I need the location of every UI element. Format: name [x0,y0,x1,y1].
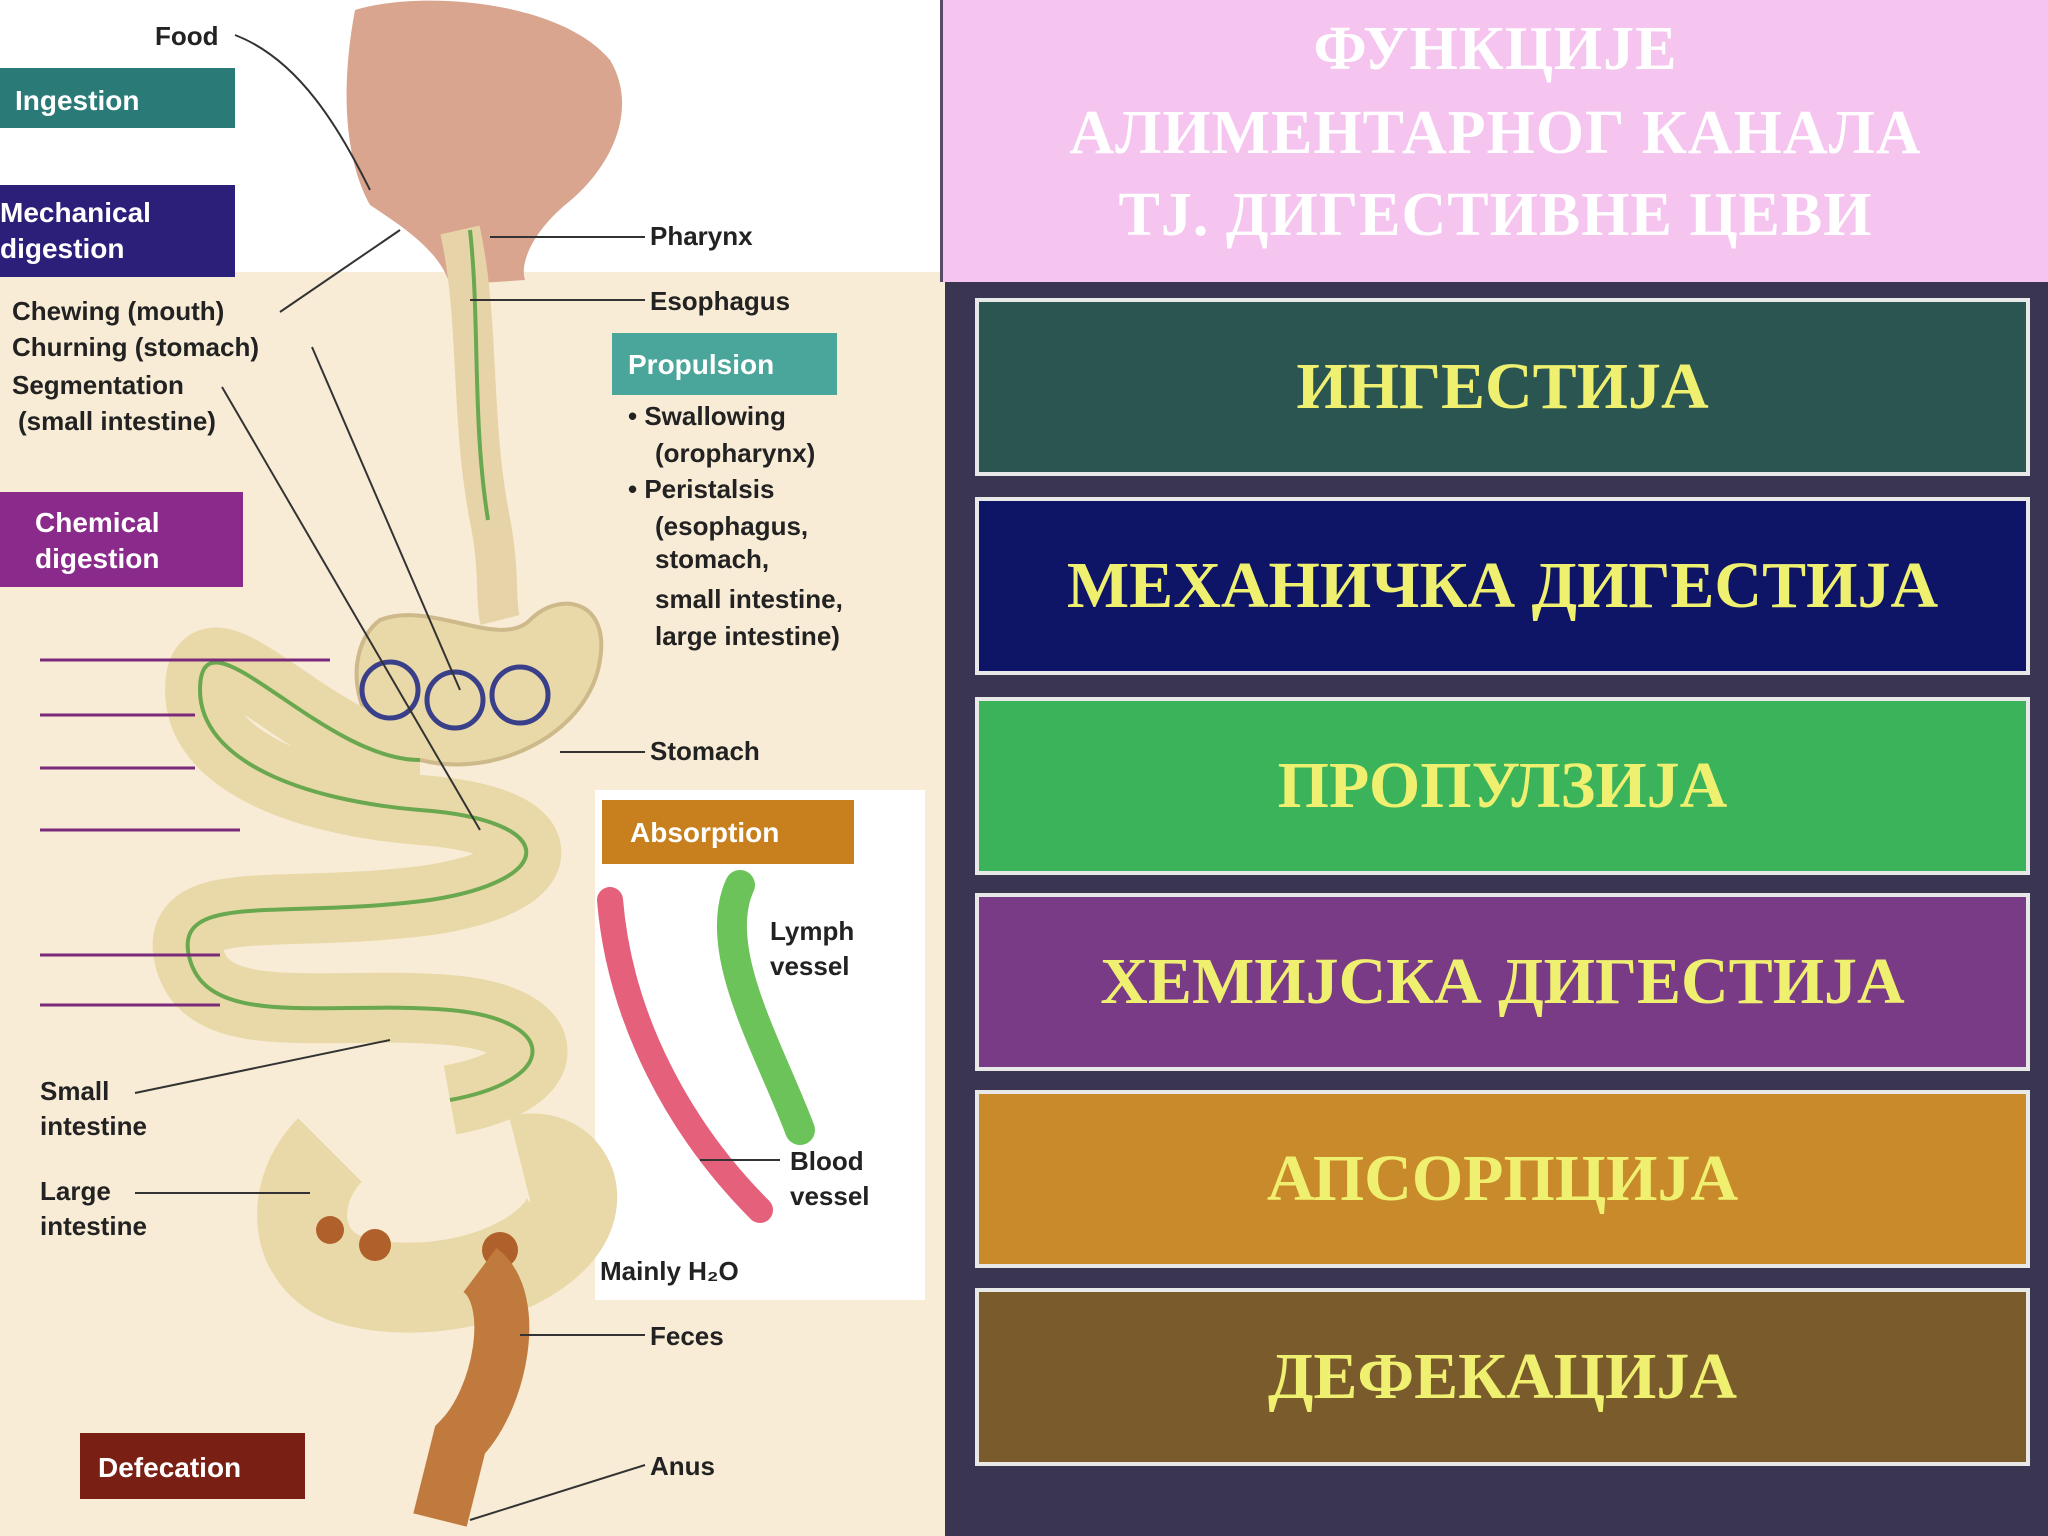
peristalsis-label-2: (esophagus, [655,511,808,541]
head-silhouette [346,0,623,286]
function-label: ДЕФЕКАЦИЈА [1268,1340,1737,1413]
water-absorption-label: Mainly H₂O [600,1256,739,1286]
swallowing-label-2: (oropharynx) [655,438,815,468]
propulsion-label: Propulsion [628,349,774,380]
absorption-box [602,800,854,864]
title-line-3: ТЈ. ДИГЕСТИВНЕ ЦЕВИ [1118,181,1873,249]
feces-mass [316,1216,344,1244]
function-band-mechanical-digestion: МЕХАНИЧКА ДИГЕСТИЈА [975,497,2030,675]
title-panel: ФУНКЦИЈЕ АЛИМЕНТАРНОГ КАНАЛА ТЈ. ДИГЕСТИ… [940,0,2048,282]
function-band-chemical-digestion: ХЕМИЈСКА ДИГЕСТИЈА [975,893,2030,1071]
chemical-label-1: Chemical [35,507,160,538]
peristalsis-label-3: stomach, [655,544,769,574]
large-intestine-label-1: Large [40,1176,111,1206]
function-band-absorption: АПСОРПЦИЈА [975,1090,2030,1268]
small-intestine-wall [185,660,535,1102]
chemical-label-2: digestion [35,543,159,574]
absorption-label: Absorption [630,817,779,848]
enzyme-arrows [40,658,330,1007]
blood-vessel [597,887,773,1223]
esophagus-label: Esophagus [650,286,790,316]
feces-label: Feces [650,1321,724,1351]
function-label: ПРОПУЛЗИЈА [1277,749,1728,822]
function-band-propulsion: ПРОПУЛЗИЈА [975,697,2030,875]
digestive-system-diagram: Ingestion Mechanical digestion Propulsio… [0,0,945,1536]
swallowing-label-1: • Swallowing [628,401,786,431]
lymph-label-2: vessel [770,951,850,981]
defecation-box [80,1433,305,1499]
churning-arrow [359,659,421,721]
large-intestine-label-2: intestine [40,1211,147,1241]
mechanical-box [0,185,235,277]
blood-vessel-label-2: vessel [790,1181,870,1211]
small-intestine-label-2: intestine [40,1111,147,1141]
peristalsis-label-1: • Peristalsis [628,474,774,504]
ingestion-label: Ingestion [15,85,139,116]
feces-mass [359,1229,391,1261]
leader-lines [134,34,780,1521]
defecation-label: Defecation [98,1452,241,1483]
churning-arrow [489,664,551,726]
pharynx-label: Pharynx [650,221,753,251]
function-band-defecation: ДЕФЕКАЦИЈА [975,1288,2030,1466]
small-intestine-label-1: Small [40,1076,109,1106]
lymph-vessel [716,870,815,1145]
food-label: Food [155,21,219,51]
segmentation-label-1: Segmentation [12,370,184,400]
function-label: МЕХАНИЧКА ДИГЕСТИЈА [1066,549,1939,622]
peristalsis-label-5: large intestine) [655,621,840,651]
churning-label: Churning (stomach) [12,332,259,362]
function-band-ingestion: ИНГЕСТИЈА [975,298,2030,476]
esophagus-wall [468,229,490,521]
title-line-1: ФУНКЦИЈЕ [1313,15,1678,83]
churning-arrow [424,669,486,731]
peristalsis-label-4: small intestine, [655,584,843,614]
mechanical-label-1: Mechanical [0,197,151,228]
segmentation-label-2: (small intestine) [18,406,216,436]
ingestion-box [0,68,235,128]
digestive-illustration: Ingestion Mechanical digestion Propulsio… [0,0,945,1536]
propulsion-box [612,333,837,395]
lymph-label-1: Lymph [770,916,854,946]
function-label: АПСОРПЦИЈА [1266,1142,1739,1215]
rectum [413,1248,530,1527]
function-label: ИНГЕСТИЈА [1296,350,1709,423]
large-intestine [257,1113,618,1333]
title-line-2: АЛИМЕНТАРНОГ КАНАЛА [1069,99,1922,167]
blood-vessel-label-1: Blood [790,1146,864,1176]
mechanical-label-2: digestion [0,233,124,264]
anus-label: Anus [650,1451,715,1481]
chemical-box [0,492,243,587]
stomach-label: Stomach [650,736,760,766]
chewing-label: Chewing (mouth) [12,296,224,326]
function-label: ХЕМИЈСКА ДИГЕСТИЈА [1100,945,1905,1018]
